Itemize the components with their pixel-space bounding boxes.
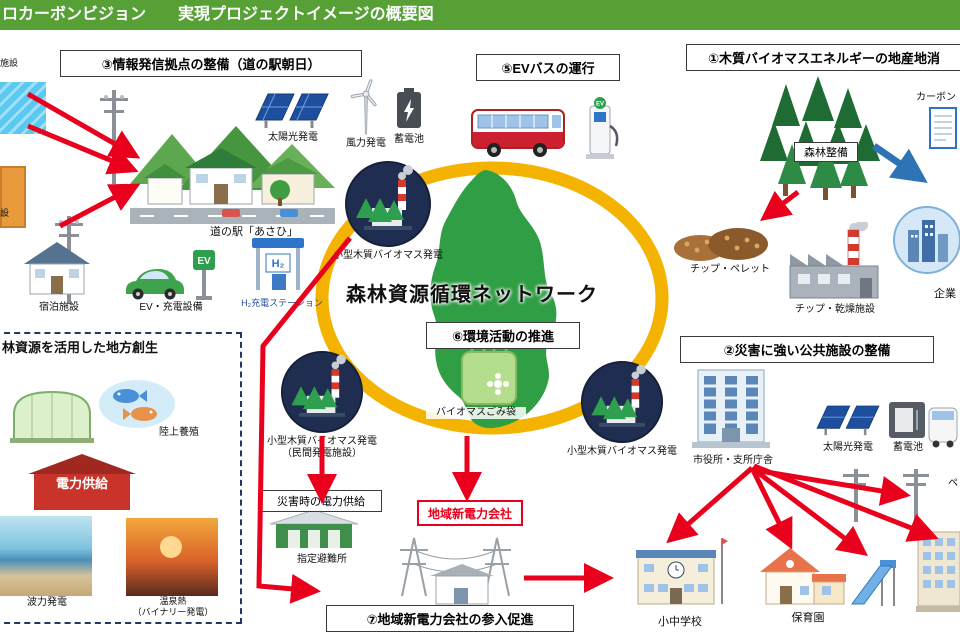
onsen-label: 温泉熱 （バイナリー発電）	[132, 596, 214, 617]
solar-panel-icon	[812, 396, 884, 440]
biomass-plant-label: 小型木質バイオマス発電	[333, 250, 443, 261]
header-bar: ロカーボンビジョン 実現プロジェクトイメージの概要図	[0, 0, 960, 30]
aquaculture-fish-icon	[96, 374, 180, 434]
carbon-label: カーボン	[916, 92, 956, 103]
city-hall-icon	[686, 354, 776, 454]
h2-logo-text: H₂	[272, 258, 285, 270]
pe-cut-label: ペ	[948, 478, 958, 489]
city-hall-label: 市役所・支所庁舎	[693, 455, 773, 466]
section2-box: ②災害に強い公共施設の整備	[680, 336, 934, 363]
disaster-power-label: 災害時の電力供給	[260, 490, 382, 512]
facility-cut-label: 施設	[0, 58, 19, 68]
playground-slide-icon	[846, 554, 900, 612]
company-circle-icon	[892, 192, 960, 287]
section5-box: ⑤EVバスの運行	[476, 54, 620, 81]
section3-box: ③情報発信拠点の整備（道の駅朝日）	[60, 50, 362, 77]
ev-charger-icon: EV	[190, 248, 218, 300]
greenhouse-icon	[6, 382, 98, 448]
power-company-substation-icon	[392, 526, 527, 608]
battery-right-label: 蓄電池	[893, 442, 923, 453]
school-icon	[632, 530, 728, 616]
wave-label: 波力発電	[27, 597, 67, 608]
ev-bus-icon	[470, 98, 570, 162]
wave-power-photo	[0, 516, 92, 596]
van-icon	[926, 400, 960, 448]
solar-top-label: 太陽光発電	[268, 132, 318, 143]
forest-icon	[752, 66, 887, 204]
building-right-cut-icon	[916, 524, 960, 614]
arrow-cityhall-to-nursery	[749, 466, 793, 550]
ev-charge-label: EV・充電設備	[139, 302, 203, 313]
michinoeki-label: 道の駅「あさひ」	[210, 226, 298, 238]
arrow-cityhall-to-poles	[753, 467, 911, 506]
biomass-plant-icon	[344, 160, 432, 248]
school-label: 小中学校	[658, 616, 702, 628]
company-label: 企業	[934, 288, 956, 300]
page-title: ロカーボンビジョン 実現プロジェクトイメージの概要図	[2, 6, 434, 23]
onsen-photo	[126, 518, 218, 596]
biomass-private-label: 小型木質バイオマス発電 （民間発電施設）	[267, 436, 377, 459]
power-pole-icon	[840, 466, 872, 524]
building-left-cut-icon	[0, 166, 26, 228]
lodging-house-icon	[20, 236, 94, 300]
ev-charger-text: EV	[197, 256, 211, 267]
trash-bag-label: バイオマスごみ袋	[426, 407, 526, 419]
carbon-document-icon	[928, 106, 958, 150]
aquaculture-label: 陸上養殖	[159, 427, 199, 438]
chip-drying-factory-icon	[782, 219, 886, 302]
pool-image	[0, 82, 46, 134]
h2-station-icon: H₂	[250, 236, 306, 296]
setsu-cut-label: 設	[0, 208, 10, 218]
power-supply-label: 電力供給	[55, 476, 108, 491]
solar-panel-icon	[250, 86, 334, 130]
solar-right-label: 太陽光発電	[823, 442, 873, 453]
battery-unit-icon	[886, 398, 928, 442]
h2-station-label: H₂充電ステーション	[241, 298, 323, 308]
section4-dashed-frame	[0, 332, 242, 624]
nursery-label: 保育園	[791, 612, 825, 624]
forest-label: 森林整備	[794, 142, 858, 162]
sun-icon	[160, 536, 182, 558]
biomass-plant-icon	[280, 350, 364, 434]
lodging-label: 宿泊施設	[39, 302, 79, 313]
bus-charger-text: EV	[596, 102, 604, 108]
battery-top-label: 蓄電池	[394, 134, 424, 145]
biomass-plant-icon	[580, 360, 664, 444]
section4-title: 林資源を活用した地方創生	[2, 340, 159, 355]
wind-turbine-icon	[340, 78, 392, 136]
section6-box: ⑥環境活動の推進	[426, 322, 580, 349]
chips-label: チップ・ペレット	[690, 264, 770, 275]
power-pole-icon	[96, 86, 132, 186]
power-pole-icon	[900, 466, 932, 524]
biomass-plant2-label: 小型木質バイオマス発電	[567, 446, 677, 457]
section1-box: ①木質バイオマスエネルギーの地産地消	[686, 44, 960, 71]
nursery-icon	[756, 540, 852, 612]
michinoeki-scene	[130, 112, 335, 224]
wind-label: 風力発電	[346, 138, 386, 149]
network-title: 森林資源循環ネットワーク	[346, 284, 598, 306]
ev-car-icon	[120, 260, 186, 300]
power-supply-building-icon	[26, 450, 138, 514]
chip-dry-label: チップ・乾燥施設	[795, 304, 875, 315]
battery-icon	[394, 86, 424, 132]
wood-chips-icon	[672, 206, 772, 264]
shelter-label: 指定避難所	[297, 554, 347, 565]
shelter-icon	[268, 508, 360, 552]
new-power-company-label: 地域新電力会社	[417, 500, 523, 526]
section7-box: ⑦地域新電力会社の参入促進	[326, 605, 574, 632]
bus-charging-station-icon: EV	[582, 96, 620, 162]
